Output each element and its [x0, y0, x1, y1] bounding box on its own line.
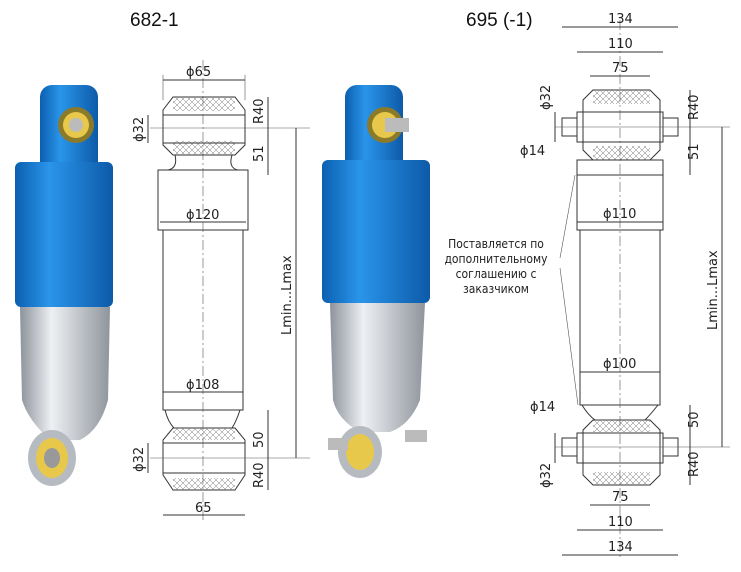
dim-phi108: ϕ108 — [186, 378, 219, 393]
dim-75-bottom: 75 — [612, 490, 629, 505]
dim-75-top: 75 — [612, 61, 629, 76]
supply-note: Поставляется по дополнительному соглашен… — [444, 237, 548, 296]
dim-phi14-bottom: ϕ14 — [530, 400, 555, 415]
dim-phi32-top: ϕ32 — [132, 117, 147, 142]
dim-length: Lmin...Lmax — [280, 255, 295, 335]
dim-phi65: ϕ65 — [186, 65, 211, 80]
dim-50: 50 — [687, 411, 702, 428]
dim-50: 50 — [252, 431, 267, 448]
drawing-682: ϕ65 ϕ120 ϕ108 65 ϕ32 ϕ32 R40 51 50 R40 L… — [132, 60, 310, 520]
dim-51: 51 — [687, 143, 702, 160]
dim-phi110: ϕ110 — [603, 207, 636, 222]
dim-51: 51 — [252, 145, 267, 162]
dim-phi100: ϕ100 — [603, 357, 636, 372]
dim-phi32-top: ϕ32 — [539, 85, 554, 110]
dim-r40-top: R40 — [687, 94, 702, 120]
render-682 — [15, 85, 113, 486]
dim-phi32-bottom: ϕ32 — [539, 463, 554, 488]
svg-text:заказчиком: заказчиком — [463, 282, 529, 296]
dim-134-bottom: 134 — [608, 540, 633, 555]
model-title-695: 695 (-1) — [466, 10, 533, 31]
drawing-695: 134 110 75 ϕ110 ϕ100 ϕ14 ϕ14 75 110 134 … — [444, 12, 730, 560]
model-title-682: 682-1 — [130, 10, 179, 31]
render-695 — [322, 85, 430, 478]
dim-134-top: 134 — [608, 12, 633, 27]
dim-r40-bottom: R40 — [687, 451, 702, 477]
dim-r40-bottom: R40 — [252, 462, 267, 488]
dim-110-top: 110 — [608, 37, 633, 52]
dim-65: 65 — [195, 501, 212, 516]
svg-text:соглашению с: соглашению с — [456, 267, 537, 281]
dim-phi14-top: ϕ14 — [520, 144, 545, 159]
dim-phi120: ϕ120 — [186, 208, 219, 223]
svg-text:Поставляется по: Поставляется по — [448, 237, 544, 251]
dim-110-bottom: 110 — [608, 515, 633, 530]
svg-text:дополнительному: дополнительному — [444, 252, 548, 266]
dim-r40-top: R40 — [252, 98, 267, 124]
dim-length: Lmin...Lmax — [706, 250, 721, 330]
dim-phi32-bottom: ϕ32 — [132, 447, 147, 472]
